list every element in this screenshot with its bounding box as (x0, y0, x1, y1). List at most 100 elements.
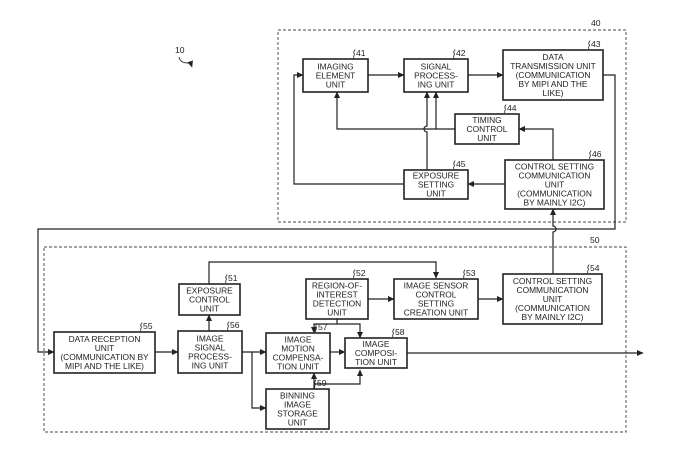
control-setting-communication-unit-processor-label-line: COMMUNICATION (517, 285, 589, 295)
data-transmission-unit-ref-leader (588, 40, 591, 50)
arrow-45-to-41 (293, 72, 404, 185)
arrow-52-to-58 (337, 323, 363, 339)
image-sensor-control-setting-creation-unit-ref: 53 (466, 268, 476, 278)
image-sensor-control-setting-creation-unit-ref-leader (463, 269, 466, 279)
image-composition-unit-label-line: COMPOSI- (355, 348, 398, 358)
timing-control-unit-ref-leader (504, 104, 507, 114)
image-sensor-control-setting-creation-unit-label-line: IMAGE SENSOR (404, 281, 469, 291)
binning-image-storage-unit-label-line: STORAGE (277, 409, 318, 419)
image-motion-compensation-unit-label-line: IMAGE (285, 335, 312, 345)
image-sensor-control-setting-creation-unit-label-line: CREATION UNIT (404, 308, 469, 318)
timing-control-unit-ref: 44 (507, 103, 517, 113)
timing-control-unit-box (454, 113, 520, 145)
arrow-56-to-59 (251, 352, 267, 411)
data-transmission-unit-box (502, 49, 604, 101)
data-reception-unit-label-line: MIPI AND THE LIKE) (65, 361, 144, 371)
signal-processing-unit-box (403, 58, 469, 93)
exposure-control-unit-label-line: EXPOSURE (186, 286, 233, 296)
image-sensor-control-setting-creation-unit-label-line: CONTROL (416, 290, 457, 300)
region-of-interest-detection-unit-label-line: DETECTION (313, 299, 361, 309)
control-setting-communication-unit-sensor-label-line: COMMUNICATION (519, 171, 591, 181)
image-signal-processing-unit-ref: 56 (230, 320, 240, 330)
connections (37, 72, 644, 411)
control-setting-communication-unit-sensor-label-line: CONTROL SETTING (515, 162, 594, 172)
region-of-interest-detection-unit-label-line: REGION-OF- (312, 281, 362, 291)
image-sensor-control-setting-creation-unit-label-line: SETTING (418, 299, 454, 309)
image-sensor-control-setting-creation-unit-box (393, 278, 479, 320)
image-signal-processing-unit-label-line: SIGNAL (195, 343, 226, 353)
control-setting-communication-unit-processor-label-line: UNIT (543, 294, 563, 304)
region-of-interest-detection-unit-box (305, 278, 369, 320)
image-signal-processing-unit-ref-leader (227, 321, 230, 331)
arrow-52-to-57 (311, 319, 338, 334)
arrow-43-to-55 (37, 74, 616, 355)
data-reception-unit-ref-leader (140, 322, 143, 332)
exposure-setting-unit-label-line: SETTING (418, 180, 454, 190)
data-transmission-unit-label-line: TRANSMISSION UNIT (510, 61, 596, 71)
exposure-control-unit-ref-leader (225, 274, 228, 284)
data-transmission-unit-label-line: (COMMUNICATION (516, 70, 591, 80)
binning-image-storage-unit-ref-leader (314, 379, 317, 389)
image-motion-compensation-unit-box (265, 332, 331, 374)
imaging-element-unit-label-line: ELEMENT (316, 71, 356, 81)
control-setting-communication-unit-processor-box (502, 273, 603, 325)
sensor-block-ref: 40 (591, 18, 601, 28)
control-setting-communication-unit-processor-label-line: (COMMUNICATION (515, 303, 590, 313)
image-signal-processing-unit-box (177, 330, 243, 374)
image-signal-processing-unit-label-line: IMAGE (197, 334, 224, 344)
signal-processing-unit-label-line: PROCESS- (414, 71, 458, 81)
exposure-setting-unit-box (403, 169, 469, 200)
arrow-59-to-58 (314, 369, 363, 385)
data-reception-unit-box (53, 331, 156, 374)
binning-image-storage-unit-box (265, 388, 330, 430)
exposure-control-unit-box (178, 283, 241, 316)
imaging-element-unit-label-line: UNIT (326, 80, 346, 90)
image-motion-compensation-unit-ref: 57 (318, 322, 328, 332)
image-motion-compensation-unit-label-line: COMPENSA- (273, 353, 324, 363)
exposure-control-unit-ref: 51 (228, 273, 238, 283)
image-signal-processing-unit-label-line: PROCESS- (188, 352, 232, 362)
imaging-element-unit-label-line: IMAGING (317, 62, 353, 72)
data-reception-unit-ref: 55 (143, 321, 153, 331)
figure-reference: 10 (175, 45, 193, 68)
processor-block-50 (43, 246, 627, 433)
timing-control-unit-label-line: TIMING (472, 115, 501, 125)
data-reception-unit-label-line: (COMMUNICATION BY (60, 352, 149, 362)
control-setting-communication-unit-sensor-label-line: BY MAINLY I2C) (524, 198, 586, 208)
image-composition-unit-box (344, 337, 408, 369)
imaging-element-unit-ref-leader (353, 49, 356, 59)
arrow-44-to-41 (334, 91, 455, 130)
data-transmission-unit-ref: 43 (591, 39, 601, 49)
data-reception-unit-label-line: UNIT (95, 343, 115, 353)
figure-ref-number: 10 (175, 45, 185, 55)
exposure-setting-unit-ref: 45 (456, 159, 466, 169)
image-signal-processing-unit-label-line: ING UNIT (192, 361, 229, 371)
control-setting-communication-unit-sensor-label-line: UNIT (545, 180, 565, 190)
data-reception-unit-label-line: DATA RECEPTION (69, 334, 141, 344)
timing-control-unit-label-line: CONTROL (467, 124, 508, 134)
figure-ref-arrow (178, 56, 193, 68)
signal-processing-unit-label-line: SIGNAL (421, 62, 452, 72)
binning-image-storage-unit-label-line: IMAGE (284, 400, 311, 410)
exposure-control-unit-label-line: UNIT (200, 304, 220, 314)
image-composition-unit-label-line: IMAGE (363, 339, 390, 349)
exposure-control-unit-label-line: CONTROL (189, 295, 230, 305)
control-setting-communication-unit-sensor-label-line: (COMMUNICATION (517, 189, 592, 199)
image-composition-unit-label-line: TION UNIT (355, 357, 397, 367)
binning-image-storage-unit-ref: 59 (317, 378, 327, 388)
arrow-51-to-53 (208, 261, 439, 284)
region-of-interest-detection-unit-label-line: UNIT (327, 308, 347, 318)
